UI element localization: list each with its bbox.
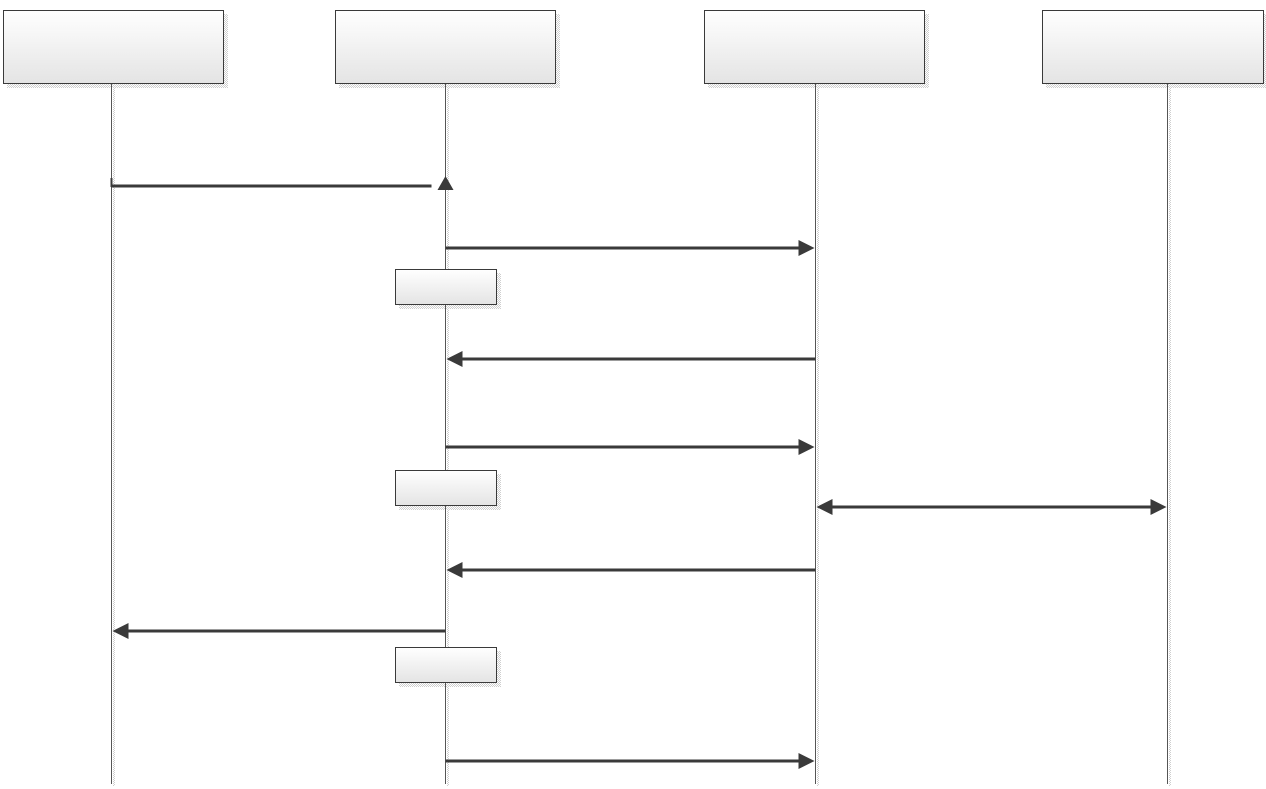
- lifeline-shadow: [817, 86, 819, 786]
- arrow-head: [798, 753, 815, 769]
- lifeline-shadow: [113, 86, 115, 786]
- lifeline-shadow: [1169, 86, 1171, 786]
- participant-box-p2[interactable]: [335, 10, 556, 84]
- participant-box-p1[interactable]: [3, 10, 224, 84]
- arrow-head: [112, 623, 129, 639]
- message-arrow[interactable]: [110, 176, 454, 190]
- participant-box-p3[interactable]: [704, 10, 925, 84]
- message-arrow[interactable]: [816, 499, 1167, 515]
- message-arrow[interactable]: [446, 562, 816, 578]
- message-arrow[interactable]: [445, 753, 815, 769]
- message-arrow[interactable]: [446, 351, 816, 367]
- arrow-head: [446, 562, 463, 578]
- arrow-head: [446, 351, 463, 367]
- participant-box-p4[interactable]: [1042, 10, 1264, 84]
- arrow-head: [1150, 499, 1167, 515]
- arrow-head: [816, 499, 833, 515]
- message-arrow[interactable]: [445, 240, 815, 256]
- process-box[interactable]: [395, 647, 497, 683]
- message-arrow[interactable]: [112, 623, 446, 639]
- lifeline-shadow: [447, 86, 449, 786]
- process-box[interactable]: [395, 470, 497, 506]
- arrow-head: [437, 176, 454, 190]
- arrow-head: [798, 240, 815, 256]
- message-arrow[interactable]: [445, 439, 815, 455]
- arrow-head: [798, 439, 815, 455]
- process-box[interactable]: [395, 269, 497, 305]
